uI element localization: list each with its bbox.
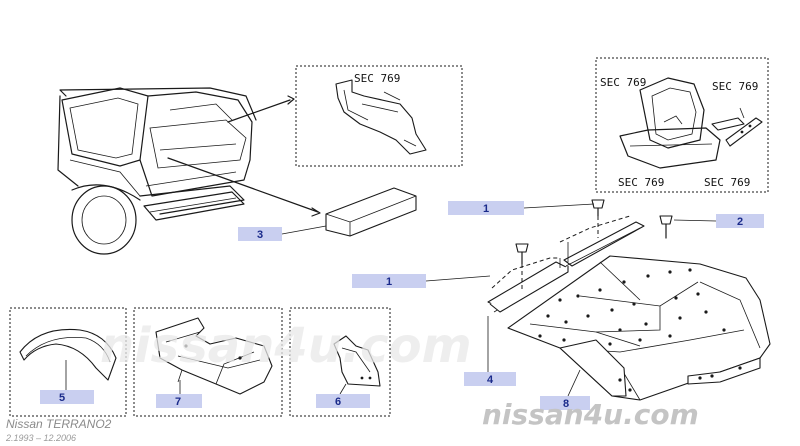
svg-text:6: 6 [335, 396, 341, 408]
sec-769-panel-box [295, 65, 463, 167]
callout-1-lower[interactable]: 1 [352, 274, 426, 288]
callout-1-upper[interactable]: 1 [448, 201, 524, 215]
sec-label-door-top-right: SEC 769 [712, 80, 758, 93]
sec-label-door-bottom-left: SEC 769 [618, 176, 664, 189]
svg-text:1: 1 [483, 203, 489, 215]
callout-7[interactable]: 7 [156, 394, 202, 408]
svg-text:1: 1 [386, 276, 392, 288]
svg-text:8: 8 [563, 398, 569, 410]
svg-text:5: 5 [59, 392, 65, 404]
svg-text:7: 7 [175, 396, 181, 408]
vehicle-rear-illustration [57, 87, 257, 255]
callouts: 1 1 2 3 4 5 6 7 [40, 201, 764, 410]
mat-holes [538, 268, 726, 392]
callout-3[interactable]: 3 [238, 227, 282, 241]
sec-label-door-top-left: SEC 769 [600, 76, 646, 89]
footer-dates: 2.1993 – 12.2006 [5, 433, 76, 443]
callout-leaders [65, 203, 717, 397]
footer-model: Nissan TERRANO2 [6, 417, 112, 431]
sec-label-center: SEC 769 [354, 72, 400, 85]
sec-labels: SEC 769 SEC 769 SEC 769 SEC 769 SEC 769 [354, 72, 758, 189]
callout-4[interactable]: 4 [464, 372, 516, 386]
svg-text:2: 2 [737, 216, 743, 228]
part-5-box [9, 307, 127, 417]
svg-text:4: 4 [487, 374, 494, 386]
part-3-block [325, 187, 417, 237]
svg-text:3: 3 [257, 229, 263, 241]
watermark-bottom: nissan4u.com [482, 398, 699, 431]
leader-arrows [167, 95, 321, 217]
callout-6[interactable]: 6 [316, 394, 370, 408]
callout-2[interactable]: 2 [716, 214, 764, 228]
callout-8[interactable]: 8 [540, 396, 590, 410]
part-6-box [289, 307, 391, 417]
watermark-center: nissan4u.com [100, 318, 472, 374]
part-7-box [133, 307, 283, 417]
sec-769-door-box [595, 57, 769, 193]
floor-assembly [487, 199, 771, 401]
sec-label-door-bottom-right: SEC 769 [704, 176, 750, 189]
callout-5[interactable]: 5 [40, 390, 94, 404]
